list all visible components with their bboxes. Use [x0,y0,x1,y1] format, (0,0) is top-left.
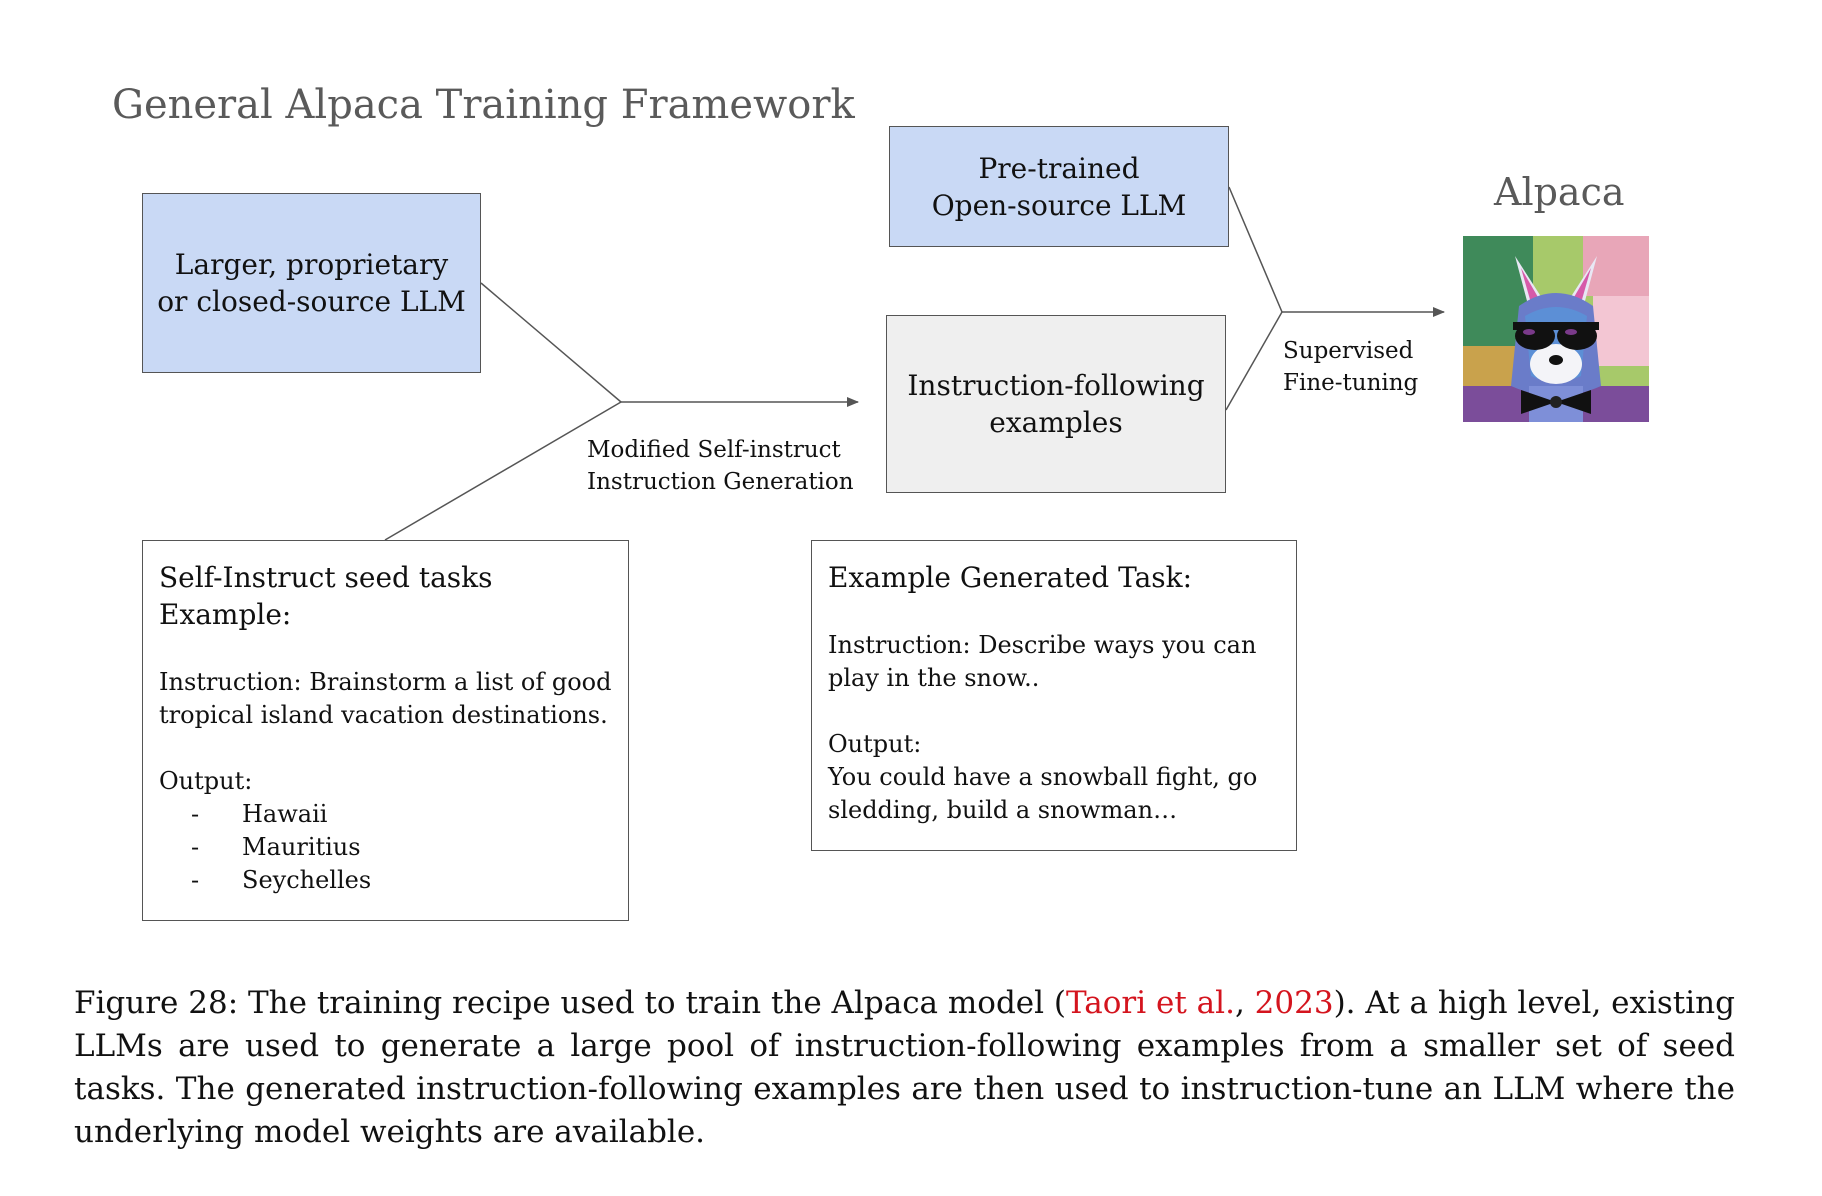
list-item: - Mauritius [159,831,612,864]
proprietary-llm-box: Larger, proprietary or closed-source LLM [142,193,481,373]
seed-instruction-line-1: Instruction: Brainstorm a list of good [159,668,612,696]
fine-tuning-edge-label: Supervised Fine-tuning [1283,335,1418,399]
seed-output-item: Seychelles [242,866,372,894]
generated-output-line-2: sledding, build a snowman… [828,796,1178,824]
pretrained-llm-line-1: Pre-trained [978,151,1140,185]
line-seed-to-junction [384,401,622,541]
instruction-examples-box: Instruction-following examples [886,315,1226,493]
self-instruct-line-2: Instruction Generation [587,469,854,495]
figure-title: General Alpaca Training Framework [112,82,855,128]
figure-caption: Figure 28: The training recipe used to t… [74,982,1735,1154]
generated-output-label: Output: [828,730,922,758]
bullet-marker: - [191,833,200,861]
seed-output-item: Hawaii [242,800,328,828]
fine-tuning-line-2: Fine-tuning [1283,370,1419,396]
seed-output-label: Output: [159,767,253,795]
line-proprietary-to-junction [480,282,622,403]
seed-output-list: - Hawaii - Mauritius - Seychelles [159,798,612,897]
pretrained-llm-line-2: Open-source LLM [931,188,1187,222]
generated-instruction-line-1: Instruction: Describe ways you can [828,631,1257,659]
alpaca-image [1463,236,1649,422]
caption-cite-year[interactable]: 2023 [1254,985,1334,1021]
caption-cite-separator: , [1234,985,1255,1021]
seed-tasks-heading-1: Self-Instruct seed tasks [159,561,493,594]
line-pretrained-to-junction [1228,186,1283,313]
generated-task-heading: Example Generated Task: [828,561,1193,594]
seed-tasks-heading-2: Example: [159,598,292,631]
instruction-examples-line-1: Instruction-following [907,369,1205,402]
self-instruct-edge-label: Modified Self-instruct Instruction Gener… [587,434,854,498]
seed-tasks-box: Self-Instruct seed tasks Example: Instru… [142,540,629,921]
self-instruct-line-1: Modified Self-instruct [587,437,841,463]
list-item: - Seychelles [159,864,612,897]
instruction-examples-line-2: examples [989,406,1123,439]
generated-output-line-1: You could have a snowball fight, go [828,763,1258,791]
fine-tuning-line-1: Supervised [1283,338,1414,364]
generated-task-box: Example Generated Task: Instruction: Des… [811,540,1297,851]
caption-prefix: Figure 28: The training recipe used to t… [74,985,1067,1021]
bullet-marker: - [191,866,200,894]
list-item: - Hawaii [159,798,612,831]
seed-output-item: Mauritius [242,833,361,861]
caption-suffix: ). At a high level, existing LLMs are us… [74,985,1735,1150]
pretrained-llm-box: Pre-trained Open-source LLM [889,126,1229,247]
seed-instruction-line-2: tropical island vacation destinations. [159,701,608,729]
generated-instruction-line-2: play in the snow.. [828,664,1040,692]
caption-cite-author[interactable]: Taori et al. [1066,985,1235,1021]
alpaca-label: Alpaca [1494,170,1625,214]
proprietary-llm-label: Larger, proprietary or closed-source LLM [157,248,466,318]
line-examples-to-junction [1225,311,1283,411]
bullet-marker: - [191,800,200,828]
